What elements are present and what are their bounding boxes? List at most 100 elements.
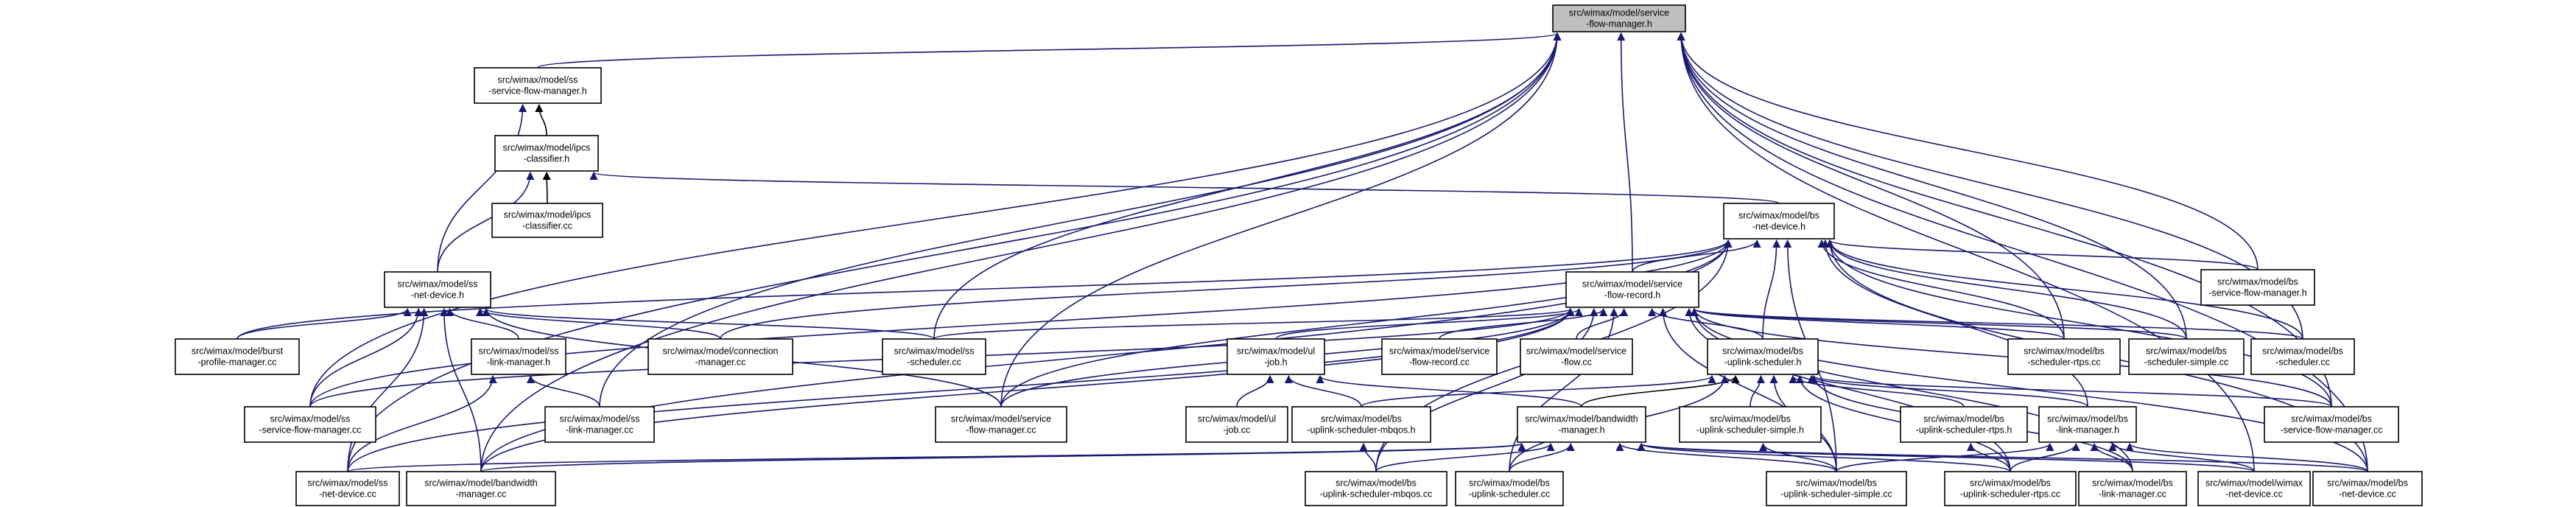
file-node[interactable]: src/wimax/model/bs-scheduler-simple.cc xyxy=(2128,338,2245,375)
edge-n6-to-n4 xyxy=(1632,239,1761,273)
file-node-label: src/wimax/model/service xyxy=(1389,346,1489,357)
file-node-label: -flow.cc xyxy=(1561,357,1592,368)
file-node-box xyxy=(1517,406,1646,443)
file-node[interactable]: src/wimax/model/ss-net-device.h xyxy=(384,271,491,308)
file-node-label: -scheduler-rtps.cc xyxy=(2027,357,2100,368)
file-node-label: -uplink-scheduler-rtps.h xyxy=(1916,425,2012,436)
file-node[interactable]: src/wimax/model/bs-service-flow-manager.… xyxy=(2264,406,2399,443)
file-node[interactable]: src/wimax/model/bs-uplink-scheduler-simp… xyxy=(1766,471,1907,506)
file-node-label: -flow-manager.cc xyxy=(966,425,1036,436)
edge-n22-to-n12 xyxy=(1236,374,1274,408)
file-node[interactable]: src/wimax/model/bs-uplink-scheduler.cc xyxy=(1455,471,1564,506)
file-node[interactable]: src/wimax/model/connection-manager.cc xyxy=(647,338,793,375)
edge-n33-to-n25 xyxy=(1759,442,1837,472)
edge-n36-to-n0 xyxy=(1677,32,2255,472)
file-node-label: -uplink-scheduler.h xyxy=(1724,357,1802,368)
edge-n30-to-n5 xyxy=(440,307,482,472)
file-node[interactable]: src/wimax/model/bs-uplink-scheduler-rtps… xyxy=(1944,471,2077,506)
file-node-box xyxy=(471,338,566,375)
file-node-label: -flow-manager.h xyxy=(1586,19,1652,29)
file-node-label: src/wimax/model/ss xyxy=(478,346,558,357)
file-node-box xyxy=(474,67,602,104)
file-node[interactable]: src/wimax/model/bs-uplink-scheduler-mbqo… xyxy=(1305,471,1447,506)
edge-n18-to-n6 xyxy=(1690,307,2303,340)
file-node[interactable]: src/wimax/model/bs-uplink-scheduler-simp… xyxy=(1679,406,1822,443)
file-node-label: src/wimax/model/ul xyxy=(1198,414,1276,424)
file-node[interactable]: src/wimax/model/service-flow-manager.cc xyxy=(935,406,1067,443)
file-node[interactable]: src/wimax/model/ss-scheduler.cc xyxy=(882,338,986,375)
file-node[interactable]: src/wimax/model/bs-link-manager.cc xyxy=(2078,471,2187,506)
file-node-label: -link-manager.cc xyxy=(2099,489,2166,500)
file-node-focus[interactable]: src/wimax/model/service-flow-manager.h xyxy=(1552,4,1686,32)
file-node[interactable]: src/wimax/model/bs-scheduler-rtps.cc xyxy=(2007,338,2121,375)
node-layer: src/wimax/model/service-flow-manager.hsr… xyxy=(175,4,2423,506)
file-node[interactable]: src/wimax/model/bs-link-manager.h xyxy=(2038,406,2137,443)
file-node[interactable]: src/wimax/model/bs-net-device.h xyxy=(1723,203,1835,239)
file-node-box xyxy=(647,338,793,375)
file-node[interactable]: src/wimax/model/bs-service-flow-manager.… xyxy=(2200,269,2315,306)
edge-n17-to-n6 xyxy=(1690,307,2187,340)
file-node[interactable]: src/wimax/model/bs-scheduler.cc xyxy=(2250,338,2355,375)
edge-n32-to-n6 xyxy=(1509,307,1618,472)
edge-n8-to-n4 xyxy=(236,239,1733,340)
file-node-label: src/wimax/model/bandwidth xyxy=(1525,414,1638,424)
file-node[interactable]: src/wimax/model/bandwidth-manager.cc xyxy=(406,471,556,506)
edge-n10-to-n4 xyxy=(720,239,1733,340)
file-node[interactable]: src/wimax/model/ss-service-flow-manager.… xyxy=(474,67,602,104)
file-node[interactable]: src/wimax/model/ss-net-device.cc xyxy=(295,471,400,506)
file-node-box xyxy=(1679,406,1822,443)
file-node-box xyxy=(1766,471,1907,506)
file-node-box xyxy=(1900,406,2028,443)
file-node[interactable]: src/wimax/model/ss-link-manager.h xyxy=(471,338,566,375)
file-node[interactable]: src/wimax/model/ss-service-flow-manager.… xyxy=(244,406,376,443)
file-node[interactable]: src/wimax/model/bandwidth-manager.h xyxy=(1517,406,1646,443)
edge-n24-to-n12 xyxy=(1316,374,1582,408)
file-node[interactable]: src/wimax/model/burst-profile-manager.cc xyxy=(175,338,300,375)
file-node-box xyxy=(244,406,376,443)
file-node[interactable]: src/wimax/model/wimax-net-device.cc xyxy=(2197,471,2311,506)
file-node[interactable]: src/wimax/model/ul-job.cc xyxy=(1185,406,1288,443)
edge-n29-to-n9 xyxy=(347,374,497,472)
file-node-label: -classifier.cc xyxy=(522,221,572,231)
file-node[interactable]: src/wimax/model/ipcs-classifier.h xyxy=(494,135,599,172)
file-node-label: -net-device.cc xyxy=(319,489,376,500)
file-node-label: -classifier.h xyxy=(524,154,570,164)
file-node[interactable]: src/wimax/model/bs-uplink-scheduler-mbqo… xyxy=(1291,406,1431,443)
file-node-box xyxy=(1291,406,1431,443)
file-node[interactable]: src/wimax/model/service-flow-record.h xyxy=(1565,271,1699,308)
file-node[interactable]: src/wimax/model/service-flow.cc xyxy=(1520,338,1633,375)
edge-n33-to-n24 xyxy=(1615,442,1837,472)
file-node-label: -uplink-scheduler-mbqos.cc xyxy=(1320,489,1433,500)
file-node-label: src/wimax/model/connection xyxy=(662,346,778,357)
edge-n4-to-n2 xyxy=(590,171,1780,204)
file-node-label: -uplink-scheduler-rtps.cc xyxy=(1960,489,2060,500)
file-node-label: src/wimax/model/bs xyxy=(2047,414,2128,424)
edge-n23-to-n15 xyxy=(1361,374,1716,408)
edge-n29-to-n5 xyxy=(347,307,429,472)
edge-n24-to-n15 xyxy=(1581,374,1740,408)
file-node[interactable]: src/wimax/model/ss-link-manager.cc xyxy=(544,406,655,443)
file-node[interactable]: src/wimax/model/service-flow-record.cc xyxy=(1381,338,1498,375)
file-node[interactable]: src/wimax/model/ul-job.h xyxy=(1226,338,1325,375)
edge-n29-to-n6 xyxy=(347,307,1575,472)
file-node[interactable]: src/wimax/model/bs-uplink-scheduler.h xyxy=(1707,338,1819,375)
file-node-label: -manager.cc xyxy=(456,489,507,500)
edge-n29-to-n0 xyxy=(347,32,1562,472)
edge-n14-to-n6 xyxy=(1576,307,1629,340)
file-node-label: -net-device.h xyxy=(1752,222,1805,232)
edge-n26-to-n15 xyxy=(1789,374,1965,408)
file-node-label: src/wimax/model/service xyxy=(1582,279,1682,290)
edge-n20-to-n9 xyxy=(526,374,600,408)
edge-n21-to-n0 xyxy=(1000,32,1562,408)
file-node-label: src/wimax/model/ss xyxy=(397,279,477,290)
file-node-box xyxy=(384,271,491,308)
file-node[interactable]: src/wimax/model/ipcs-classifier.cc xyxy=(491,203,603,238)
file-node[interactable]: src/wimax/model/bs-net-device.cc xyxy=(2312,471,2423,506)
edge-n25-to-n15 xyxy=(1749,374,1766,408)
file-node-label: -net-device.h xyxy=(411,290,464,301)
edge-n11-to-n5 xyxy=(482,307,935,340)
edge-n23-to-n12 xyxy=(1284,374,1362,408)
file-node[interactable]: src/wimax/model/bs-uplink-scheduler-rtps… xyxy=(1900,406,2028,443)
edge-n31-to-n24 xyxy=(1375,442,1555,472)
file-node-label: src/wimax/model/bandwidth xyxy=(424,478,538,489)
